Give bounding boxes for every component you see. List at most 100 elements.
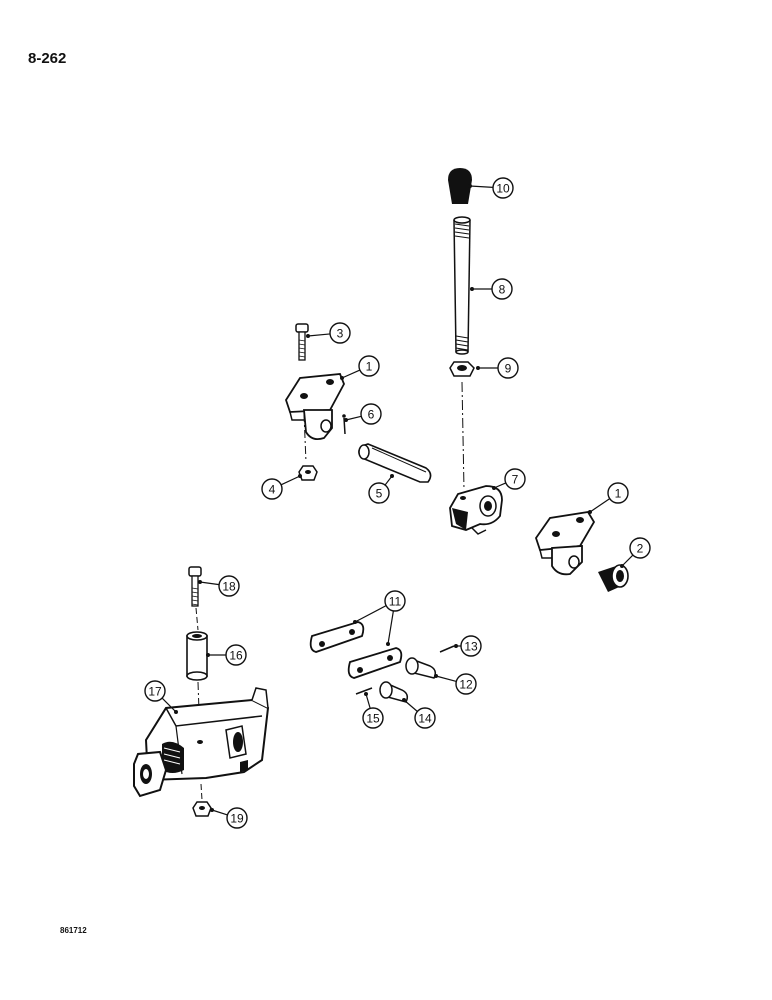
part-19-nut (192, 801, 212, 817)
callout-circle (455, 673, 477, 695)
callout-circle (384, 590, 406, 612)
part-12-clevis-pin (405, 657, 437, 679)
callout-circle (329, 322, 351, 344)
leader-arrowhead (340, 376, 344, 380)
part-10-knob (448, 168, 472, 204)
callout-13: 13 (454, 635, 482, 657)
callout-number: 16 (229, 649, 243, 663)
callout-number: 13 (464, 640, 478, 654)
leader-arrowhead (620, 564, 624, 568)
part-5-pivot-pin (358, 443, 432, 483)
part-4-nut (298, 465, 318, 481)
callout-circle (460, 635, 482, 657)
leader-arrowhead (492, 486, 496, 490)
leader-arrowhead (198, 580, 202, 584)
callout-3: 3 (306, 322, 351, 344)
callout-17: 17 (144, 680, 178, 714)
leader-line (589, 498, 611, 513)
leader-arrowhead (344, 418, 348, 422)
part-1-pivot-bracket-upper (285, 373, 345, 441)
leader-line (493, 482, 507, 489)
callout-5: 5 (368, 474, 394, 504)
leader-arrowhead (364, 692, 368, 696)
callout-number: 12 (459, 678, 473, 692)
leader-arrowhead (210, 808, 214, 812)
callout-circle (226, 807, 248, 829)
callout-number: 6 (368, 408, 375, 422)
callout-number: 19 (230, 812, 244, 826)
callout-circle (629, 537, 651, 559)
callout-15: 15 (362, 692, 384, 729)
callout-10: 10 (468, 177, 514, 199)
callout-7: 7 (492, 468, 526, 490)
leader-line (345, 415, 362, 421)
leader-arrowhead (386, 642, 390, 646)
callout-1: 1 (340, 355, 380, 380)
callout-circle (360, 403, 382, 425)
centerline-lever (461, 381, 465, 491)
callout-circle (368, 482, 390, 504)
leader-line (307, 333, 331, 337)
callout-circle (607, 482, 629, 504)
callout-circle (261, 478, 283, 500)
leader-line (469, 185, 494, 188)
leader-arrowhead (206, 653, 210, 657)
page-number: 8-262 (28, 50, 67, 67)
callout-8: 8 (470, 278, 513, 300)
centerline-bolt-lower (195, 607, 199, 631)
callout-circle (497, 357, 519, 379)
leader-line (161, 697, 177, 713)
leader-line (341, 369, 361, 379)
callout-number: 5 (376, 487, 383, 501)
leader-arrowhead (468, 184, 472, 188)
callout-circle (491, 278, 513, 300)
part-8-lever-rod (453, 216, 471, 355)
callout-number: 7 (512, 473, 519, 487)
callout-4: 4 (261, 474, 302, 500)
leader-arrowhead (174, 710, 178, 714)
leader-arrowhead (390, 474, 394, 478)
leader-line (435, 675, 457, 683)
callout-circle (414, 707, 436, 729)
part-1-pivot-bracket-lower (535, 511, 596, 576)
callout-number: 9 (505, 362, 512, 376)
callout-12: 12 (434, 673, 477, 695)
leader-line (403, 699, 418, 712)
leader-arrowhead (402, 698, 406, 702)
callout-number: 3 (337, 327, 344, 341)
callout-circle (492, 177, 514, 199)
part-15-cotter-pin (355, 687, 373, 695)
callout-number: 8 (499, 283, 506, 297)
part-16-spacer (186, 631, 208, 681)
callout-16: 16 (206, 644, 247, 666)
callout-number: 18 (222, 580, 236, 594)
callout-number: 15 (366, 712, 380, 726)
callout-9: 9 (476, 357, 519, 379)
callout-18: 18 (198, 575, 240, 597)
leader-line (199, 581, 220, 586)
callout-circle (144, 680, 166, 702)
leader-line (387, 610, 394, 645)
callout-circle (218, 575, 240, 597)
leader-arrowhead (306, 334, 310, 338)
callout-1: 1 (588, 482, 629, 514)
leader-arrowhead (434, 674, 438, 678)
part-17-control-valve (133, 687, 270, 798)
callout-19: 19 (210, 807, 248, 829)
part-14-clevis-pin (379, 681, 409, 703)
drawing-code: 861712 (60, 926, 87, 935)
leader-line (211, 809, 228, 816)
callout-6: 6 (344, 403, 382, 425)
leader-line (365, 693, 371, 709)
leader-line (621, 554, 634, 567)
leader-line (354, 605, 387, 623)
part-6-cotter-pin (342, 414, 346, 435)
leader-arrowhead (454, 644, 458, 648)
part-13-cotter-pin (439, 645, 455, 653)
callout-number: 4 (269, 483, 276, 497)
leader-arrowhead (588, 510, 592, 514)
leader-arrowhead (470, 287, 474, 291)
callout-number: 1 (615, 487, 622, 501)
